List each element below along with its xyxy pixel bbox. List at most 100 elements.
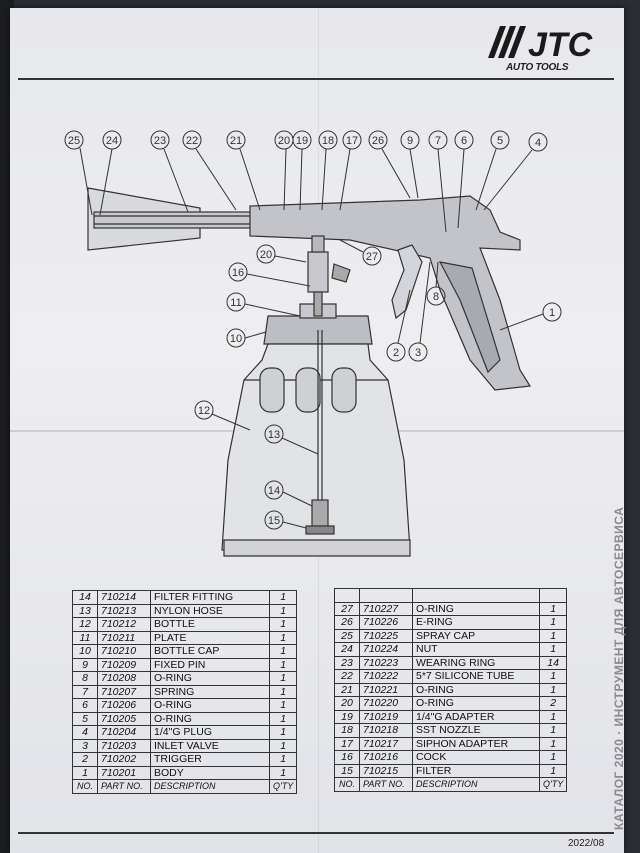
parts-cell-part: 710211 bbox=[97, 630, 151, 645]
parts-cell-qty: 1 bbox=[538, 628, 568, 643]
parts-cell-part: 710224 bbox=[359, 642, 413, 657]
callout-number: 22 bbox=[186, 135, 198, 147]
parts-cell-qty: 1 bbox=[268, 698, 298, 713]
parts-cell-qty: 2 bbox=[538, 696, 568, 711]
callout-number: 12 bbox=[198, 405, 210, 417]
callout-number: 18 bbox=[322, 135, 334, 147]
parts-cell-no: 16 bbox=[334, 750, 360, 765]
parts-cell-qty: 1 bbox=[538, 615, 568, 630]
print-date: 2022/08 bbox=[568, 838, 605, 849]
parts-cell-qty: 1 bbox=[268, 765, 298, 780]
parts-cell-no: 9 bbox=[72, 657, 98, 672]
parts-cell-part bbox=[359, 588, 413, 603]
parts-cell-desc: FIXED PIN bbox=[150, 657, 270, 672]
parts-cell-part: 710216 bbox=[359, 750, 413, 765]
parts-cell-desc: BODY bbox=[150, 765, 270, 780]
parts-cell-no: 4 bbox=[72, 725, 98, 740]
parts-header-qty: Q'TY bbox=[268, 779, 298, 794]
callout-number: 13 bbox=[268, 429, 280, 441]
siphon-adapter-shape bbox=[307, 251, 329, 293]
callout-number: 23 bbox=[154, 135, 166, 147]
parts-cell-desc: NYLON HOSE bbox=[150, 603, 270, 618]
parts-cell-qty: 1 bbox=[538, 750, 568, 765]
parts-cell-no: 18 bbox=[334, 723, 360, 738]
logo-text: JTC bbox=[528, 26, 593, 64]
parts-cell-no: 19 bbox=[334, 709, 360, 724]
parts-cell-no: 20 bbox=[334, 696, 360, 711]
callout-number: 20 bbox=[278, 135, 290, 147]
tube-shape bbox=[93, 211, 255, 229]
parts-cell-desc: NUT bbox=[412, 642, 540, 657]
parts-cell-no: 14 bbox=[72, 590, 98, 605]
parts-cell-desc: SPRING bbox=[150, 684, 270, 699]
callout-number: 17 bbox=[346, 135, 358, 147]
callout-number: 27 bbox=[366, 251, 378, 263]
parts-cell-desc: FILTER FITTING bbox=[150, 590, 270, 605]
parts-cell-desc: INLET VALVE bbox=[150, 738, 270, 753]
parts-cell-part: 710202 bbox=[97, 752, 151, 767]
parts-cell-desc: SIPHON ADAPTER bbox=[412, 736, 540, 751]
parts-cell-no: 10 bbox=[72, 644, 98, 659]
parts-cell-qty: 1 bbox=[268, 711, 298, 726]
parts-cell-part: 710205 bbox=[97, 711, 151, 726]
parts-cell-part: 710212 bbox=[97, 617, 151, 632]
parts-cell-part: 710223 bbox=[359, 655, 413, 670]
parts-cell-no: 3 bbox=[72, 738, 98, 753]
parts-cell-no: 15 bbox=[334, 763, 360, 778]
parts-cell-desc: COCK bbox=[412, 750, 540, 765]
parts-cell-desc: WEARING RING bbox=[412, 655, 540, 670]
parts-header-part_no: PART NO. bbox=[97, 779, 151, 794]
parts-cell-part: 710206 bbox=[97, 698, 151, 713]
parts-cell-desc: O-RING bbox=[412, 696, 540, 711]
parts-cell-desc: O-RING bbox=[412, 682, 540, 697]
parts-cell-no: 23 bbox=[334, 655, 360, 670]
parts-cell-no: 24 bbox=[334, 642, 360, 657]
parts-cell-desc: FILTER bbox=[412, 763, 540, 778]
parts-cell-no: 25 bbox=[334, 628, 360, 643]
callout-number: 10 bbox=[230, 333, 242, 345]
callout-number: 6 bbox=[461, 135, 467, 147]
parts-cell-no: 13 bbox=[72, 603, 98, 618]
parts-cell-part: 710220 bbox=[359, 696, 413, 711]
callout-number: 25 bbox=[68, 135, 80, 147]
parts-header-description: DESCRIPTION bbox=[412, 777, 540, 792]
parts-cell-no: 7 bbox=[72, 684, 98, 699]
parts-cell-qty: 1 bbox=[268, 671, 298, 686]
parts-cell-qty bbox=[538, 588, 568, 603]
parts-cell-qty: 1 bbox=[268, 630, 298, 645]
parts-header-no: NO. bbox=[72, 779, 98, 794]
parts-cell-qty: 1 bbox=[538, 736, 568, 751]
parts-header-qty: Q'TY bbox=[538, 777, 568, 792]
parts-cell-qty: 1 bbox=[268, 617, 298, 632]
parts-cell-desc: BOTTLE CAP bbox=[150, 644, 270, 659]
parts-cell-no: 21 bbox=[334, 682, 360, 697]
parts-cell-desc: TRIGGER bbox=[150, 752, 270, 767]
parts-cell-part: 710208 bbox=[97, 671, 151, 686]
filter-shape bbox=[311, 499, 329, 527]
parts-cell-qty: 1 bbox=[538, 763, 568, 778]
parts-cell-no: 2 bbox=[72, 752, 98, 767]
parts-cell-desc: O-RING bbox=[412, 601, 540, 616]
parts-cell-no: 11 bbox=[72, 630, 98, 645]
parts-cell-no: 12 bbox=[72, 617, 98, 632]
parts-cell-part: 710204 bbox=[97, 725, 151, 740]
callout-group bbox=[64, 130, 562, 530]
callout-number: 8 bbox=[433, 291, 439, 303]
